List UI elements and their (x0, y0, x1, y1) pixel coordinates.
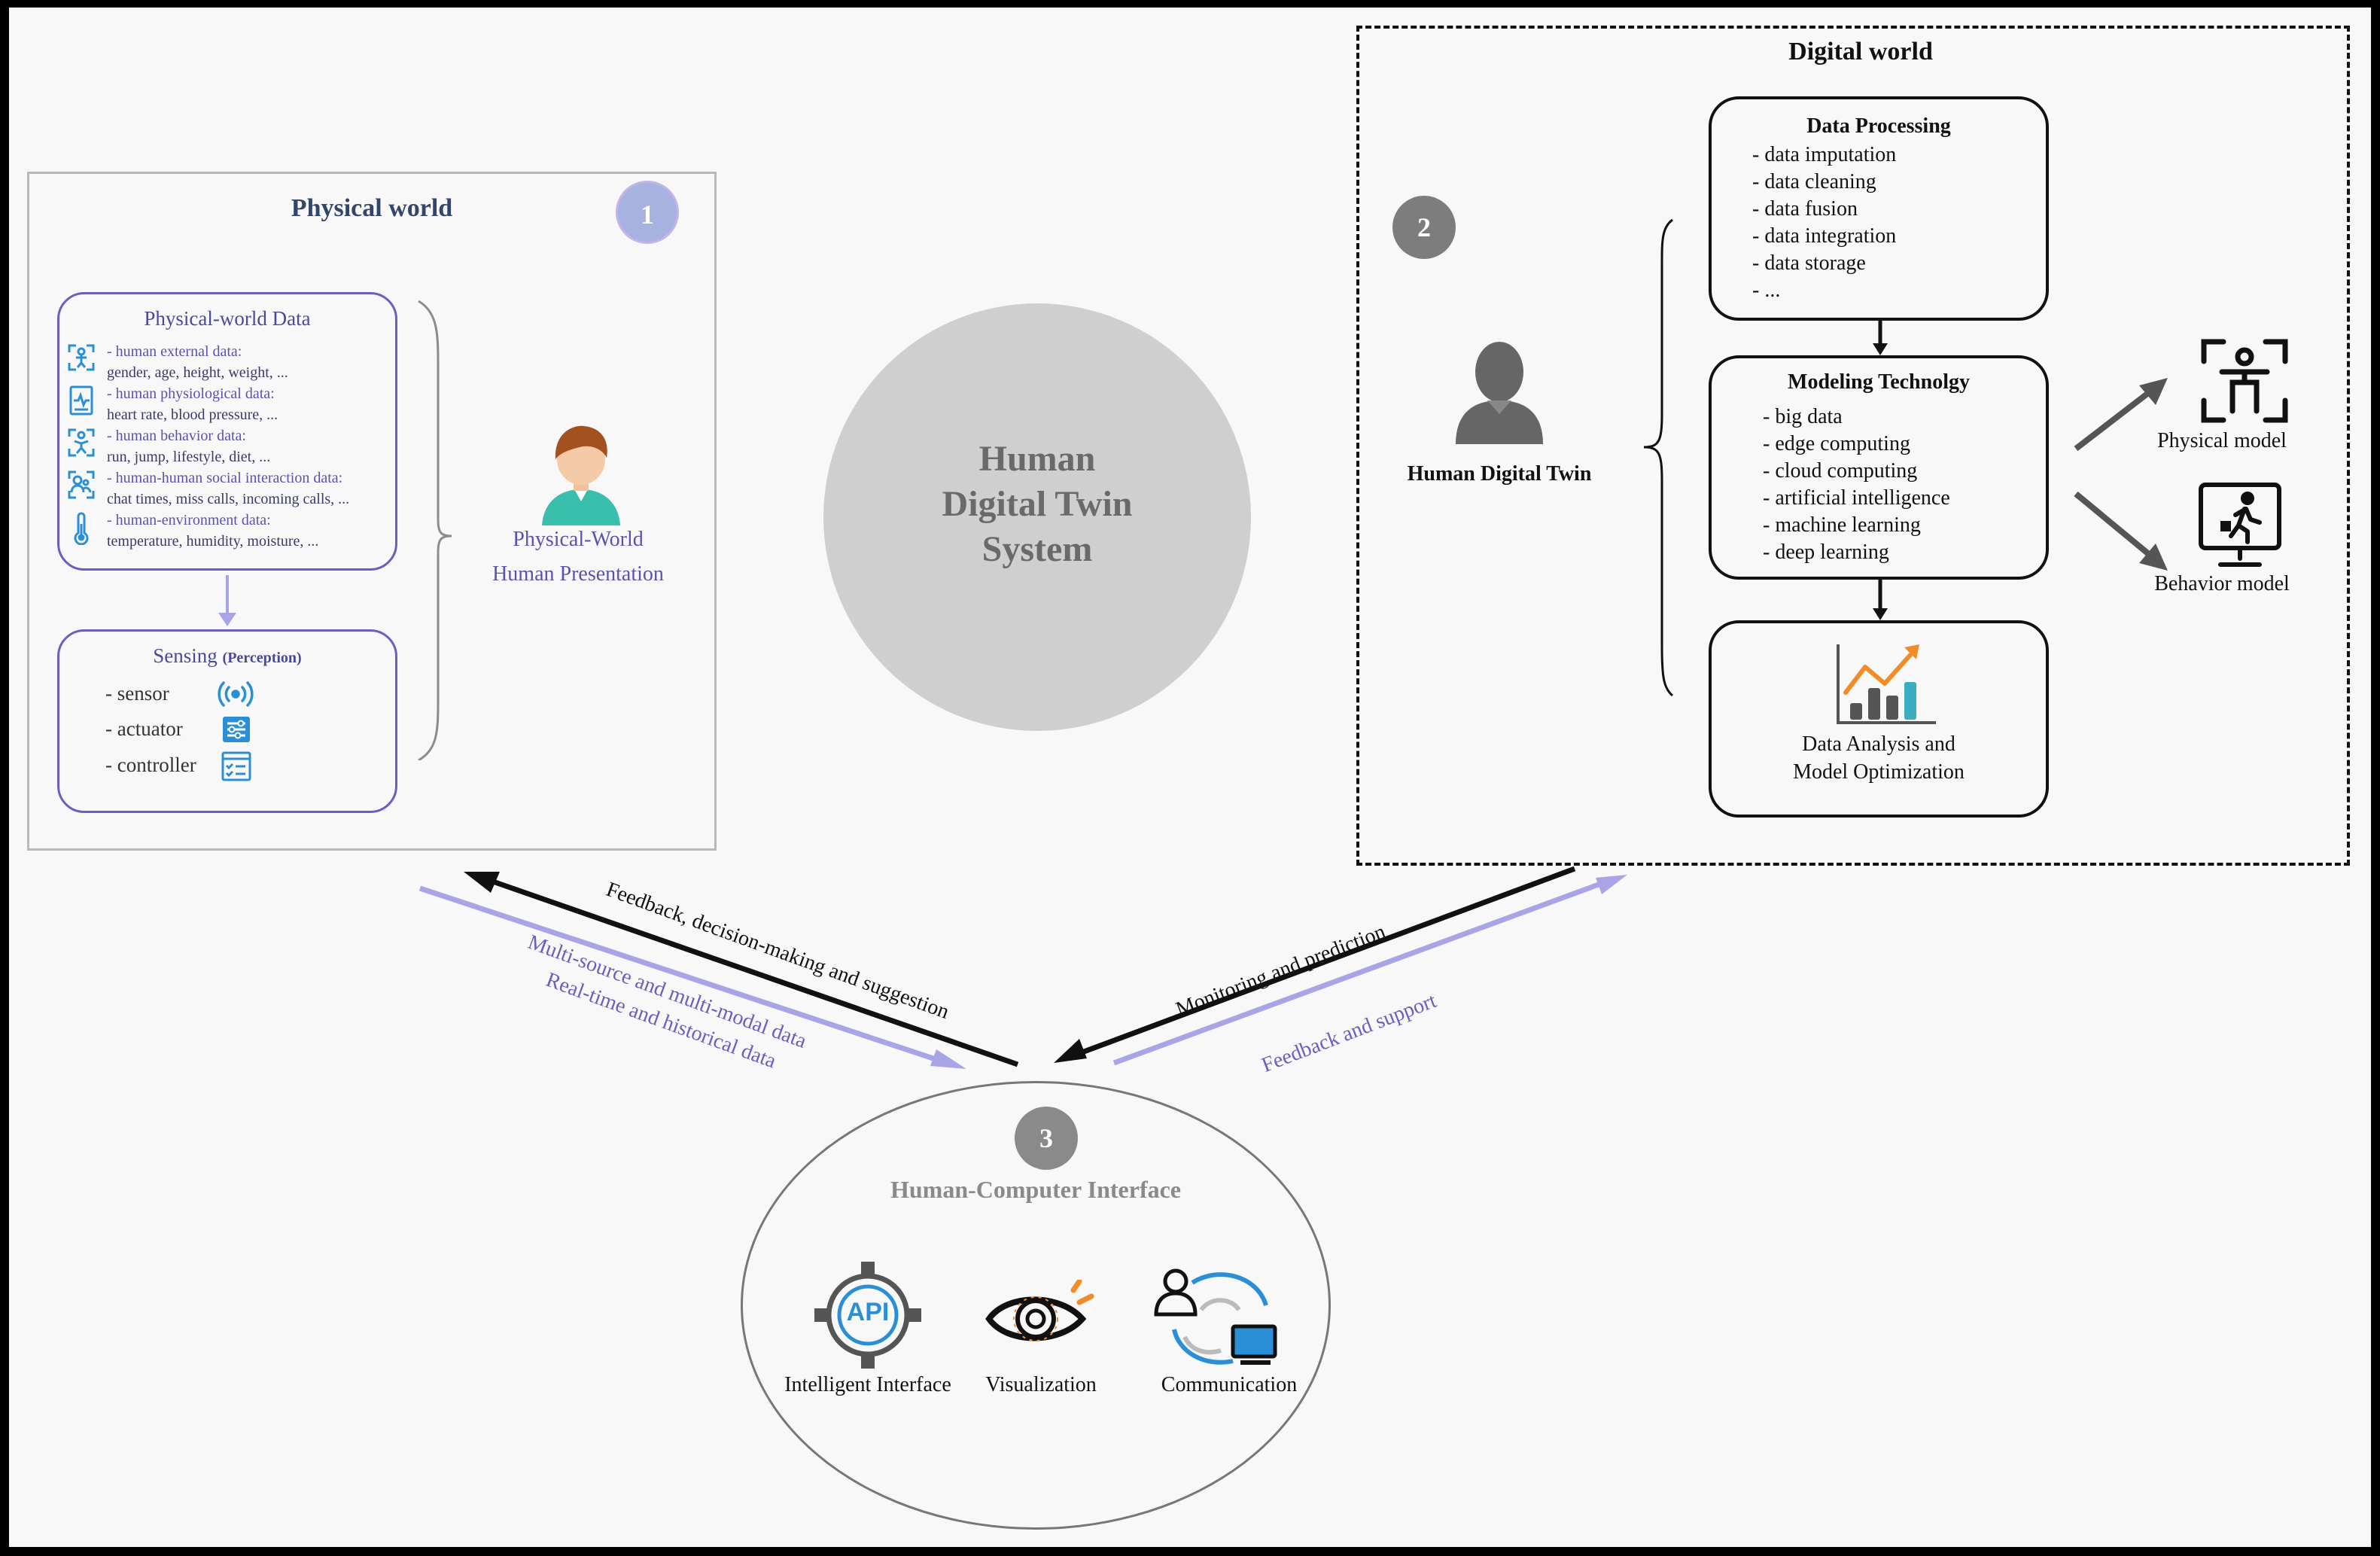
mt-item: - artificial intelligence (1763, 486, 1950, 510)
person-activity-icon (66, 428, 96, 463)
dp-item: - data integration (1752, 224, 1897, 248)
diagram-canvas: Physical world 1 Physical-world Data - h… (9, 8, 2371, 1547)
human-digital-twin-system-circle (823, 303, 1251, 731)
sliders-icon (223, 717, 250, 742)
bracket-left (418, 300, 452, 760)
dp-item: - data storage (1752, 251, 1866, 275)
sensing-title: Sensing (Perception) (57, 644, 397, 668)
api-text: API (846, 1298, 890, 1326)
data-analysis-line1: Data Analysis and (1802, 732, 1955, 756)
hci-item-label: Visualization (985, 1373, 1097, 1396)
human-digital-twin-label: Human Digital Twin (1407, 462, 1592, 486)
social-interaction-icon (66, 470, 96, 505)
person-avatar-icon (542, 425, 620, 525)
down-arrow-icon (1873, 578, 1888, 620)
bar-chart-trend-icon (1837, 644, 1936, 724)
physical-world-human-label: Physical-World Human Presentation (450, 522, 706, 592)
person-label-line2: Human Presentation (492, 562, 664, 586)
modeling-technology-title: Modeling Technolgy (1788, 370, 1970, 394)
sensing-subtitle: (Perception) (222, 650, 302, 666)
step-badge-3: 3 (1015, 1107, 1078, 1170)
center-line1: Human (978, 439, 1096, 479)
physical-world-data-box (57, 292, 397, 571)
communication-icon (1154, 1268, 1277, 1365)
data-item-head: - human external data: (107, 343, 242, 360)
center-line2: Digital Twin (942, 484, 1133, 524)
mt-item: - big data (1763, 405, 1843, 428)
hci-item-label: Intelligent Interface (784, 1373, 951, 1396)
human-silhouette-icon (1456, 342, 1543, 444)
eye-icon (985, 1280, 1094, 1341)
mt-item: - cloud computing (1763, 459, 1918, 483)
physical-world-data-title: Physical-world Data (144, 307, 311, 330)
flow-arrows (418, 866, 1627, 1069)
data-analysis-label: Data Analysis and Model Optimization (1709, 730, 2049, 786)
physical-model-label: Physical model (2157, 429, 2287, 452)
center-line3: System (982, 529, 1093, 569)
sensing-item: - controller (105, 754, 196, 776)
step-badge-2: 2 (1392, 196, 1456, 259)
data-item-detail: run, jump, lifestyle, diet, ... (107, 449, 271, 465)
step-badge-1: 1 (616, 181, 679, 244)
behavior-model-label: Behavior model (2154, 572, 2290, 595)
checklist-icon (221, 751, 251, 781)
data-analysis-line2: Model Optimization (1793, 760, 1965, 784)
data-item-detail: heart rate, blood pressure, ... (107, 407, 278, 423)
physical-world-title: Physical world (291, 194, 453, 222)
dp-item: - ... (1752, 279, 1781, 302)
body-scan-icon (66, 343, 96, 377)
dp-item: - data fusion (1752, 197, 1858, 221)
thermometer-icon (66, 512, 96, 550)
dp-item: - data imputation (1752, 143, 1897, 166)
sensing-item: - sensor (105, 682, 169, 705)
mt-item: - edge computing (1763, 432, 1910, 455)
digital-world-panel (1356, 26, 2350, 866)
data-processing-title: Data Processing (1806, 114, 1951, 138)
signal-broadcast-icon (218, 681, 254, 707)
bracket-digital (1643, 218, 1674, 697)
hci-item-label: Communication (1161, 1373, 1298, 1396)
dp-item: - data cleaning (1752, 170, 1876, 193)
data-item-detail: gender, age, height, weight, ... (107, 364, 288, 381)
sensing-title-text: Sensing (153, 644, 218, 667)
center-title: Human Digital Twin System (823, 437, 1251, 572)
digital-world-title: Digital world (1788, 38, 1933, 65)
physical-model-icon (2201, 339, 2288, 423)
sensing-item: - actuator (105, 717, 183, 740)
hci-title: Human-Computer Interface (890, 1176, 1181, 1203)
data-item-head: - human-environment data: (107, 512, 271, 528)
down-arrow-icon (218, 575, 236, 626)
data-item-detail: chat times, miss calls, incoming calls, … (107, 491, 350, 507)
data-item-head: - human physiological data: (107, 385, 275, 402)
person-label-line1: Physical-World (513, 528, 644, 551)
modeling-technology-box (1709, 355, 2049, 580)
model-arrows (2074, 378, 2168, 571)
data-item-head: - human behavior data: (107, 428, 246, 444)
down-arrow-icon (1873, 319, 1888, 355)
api-gear-icon: API (813, 1260, 923, 1370)
human-computer-interface-ellipse (741, 1081, 1331, 1530)
mt-item: - deep learning (1763, 540, 1889, 564)
mt-item: - machine learning (1763, 513, 1921, 537)
behavior-model-icon (2199, 483, 2281, 567)
data-item-detail: temperature, humidity, moisture, ... (107, 533, 319, 550)
monitor-pulse-icon (66, 385, 96, 421)
data-item-head: - human-human social interaction data: (107, 470, 343, 486)
